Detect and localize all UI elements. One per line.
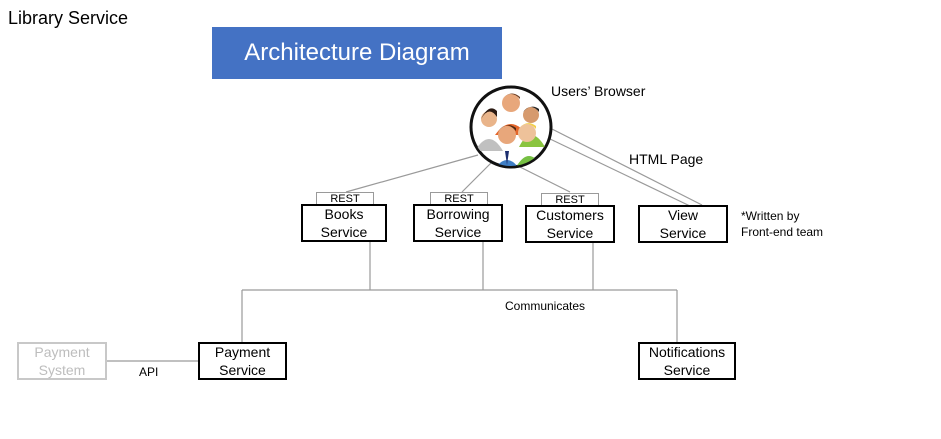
users-browser-label: Users’ Browser <box>551 83 646 99</box>
page-title: Library Service <box>8 8 129 28</box>
books-rest-tag: REST <box>316 192 374 205</box>
communicates-label: Communicates <box>505 299 586 313</box>
customers-rest-tag: REST <box>541 193 599 206</box>
view-service-box: View Service <box>638 205 728 243</box>
connector-users-view-2 <box>547 137 691 207</box>
connector-users-books <box>345 154 479 193</box>
payment-service-box: Payment Service <box>198 342 287 380</box>
borrowing-service-box: Borrowing Service <box>413 204 503 242</box>
notifications-service-box: Notifications Service <box>638 342 736 380</box>
payment-system-box: Payment System <box>17 342 107 380</box>
customers-service-box: Customers Service <box>525 205 615 243</box>
html-page-label: HTML Page <box>629 151 704 167</box>
diagram-title-banner: Architecture Diagram <box>212 27 502 79</box>
connector-users-view-1 <box>547 126 703 206</box>
users-group-icon <box>469 85 553 169</box>
api-label: API <box>139 365 159 379</box>
front-end-team-note: *Written by Front-end team <box>741 209 824 239</box>
books-service-box: Books Service <box>301 204 387 242</box>
connector-users-borrowing <box>461 161 493 193</box>
borrowing-rest-tag: REST <box>430 192 488 205</box>
